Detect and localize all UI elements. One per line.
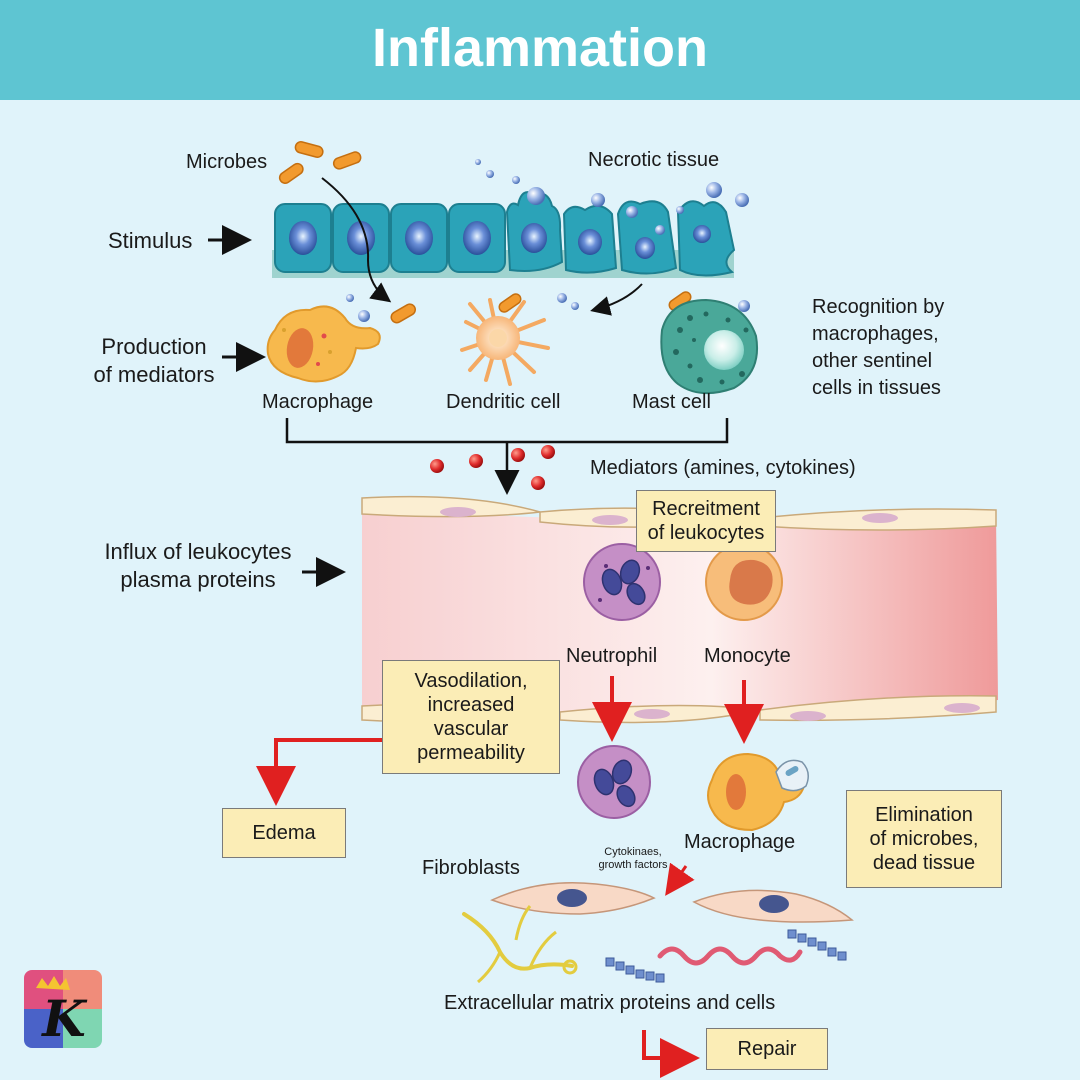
epithelium-layer: [272, 159, 750, 322]
monocyte-label: Monocyte: [704, 645, 791, 667]
ecm-label: Extracellular matrix proteins and cells: [444, 992, 776, 1014]
epithelial-cells: [274, 191, 736, 277]
macrophage-in-tissue: [707, 752, 809, 832]
mediator-molecules: [430, 445, 555, 490]
dendritic-cell: [460, 298, 550, 386]
necrotic-debris-bubbles: [346, 159, 750, 322]
cytokines-label: Cytokinaes, growth factors: [598, 846, 668, 871]
stimulus-label: Stimulus: [108, 228, 193, 253]
fibroblasts-label: Fibroblasts: [422, 857, 520, 879]
page-title: Inflammation: [371, 18, 709, 78]
mediators-label: Mediators (amines, cytokines): [590, 457, 856, 479]
macrophage-label: Macrophage: [262, 391, 374, 413]
extracellular-matrix: [462, 905, 847, 984]
fibroblast-cells: [490, 881, 854, 923]
edema-arrow: [256, 738, 382, 806]
vasodilation-box: Vasodilation, increased vascular permeab…: [382, 660, 560, 774]
macrophage-top-cell: [266, 305, 381, 383]
neutrophil-label: Neutrophil: [566, 645, 658, 667]
monocyte-in-vessel: [705, 543, 783, 621]
mast-cell: [660, 298, 758, 395]
neutrophil-in-vessel: [583, 543, 661, 621]
mast-cell-label: Mast cell: [632, 391, 711, 413]
logo-graphic: K: [24, 970, 102, 1048]
logo-letter: K: [40, 989, 88, 1048]
epithelial-nuclei: [289, 221, 711, 259]
necrotic-signal-arrow: [590, 283, 643, 316]
necrotic-tissue-label: Necrotic tissue: [588, 149, 720, 171]
dendritic-cell-label: Dendritic cell: [446, 391, 561, 413]
recognition-label: Recognition by macrophages, other sentin…: [812, 296, 945, 399]
macrophage-tissue-label: Macrophage: [684, 831, 796, 853]
influx-label: Influx of leukocytes plasma proteins: [104, 539, 292, 592]
sentinel-bracket: [285, 418, 729, 444]
production-mediators-label: Production of mediators: [93, 334, 215, 387]
edema-box: Edema: [222, 808, 346, 858]
brand-logo: K: [24, 970, 102, 1048]
repair-box: Repair: [706, 1028, 828, 1070]
cytokine-arrow: [665, 862, 695, 896]
neutrophil-in-tissue: [577, 745, 651, 819]
red-arrows: [256, 676, 764, 1078]
elimination-box: Elimination of microbes, dead tissue: [846, 790, 1002, 888]
title-banner: [0, 0, 1080, 100]
crown-icon: [36, 976, 70, 990]
recruitment-box: Recreitment of leukocytes: [636, 490, 776, 552]
microbes-label: Microbes: [186, 151, 268, 173]
microbe-entry-arrow: [321, 177, 392, 303]
repair-arrow: [642, 1030, 700, 1078]
